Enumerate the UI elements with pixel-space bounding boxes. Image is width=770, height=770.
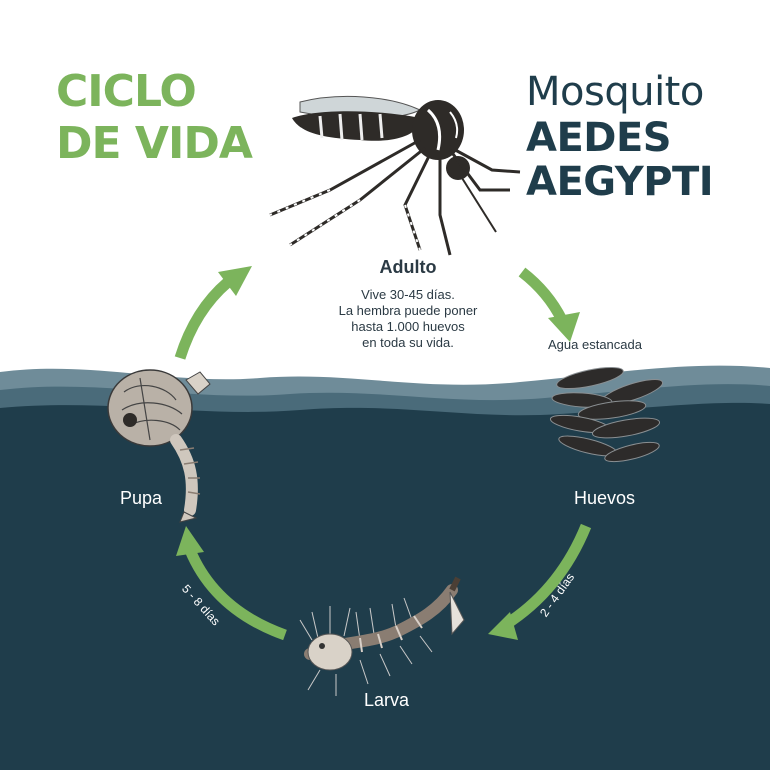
stage-label-adult: Adulto bbox=[379, 257, 437, 277]
title-green-block: CICLO DE VIDA bbox=[56, 66, 253, 170]
adult-description: Vive 30-45 días. La hembra puede poner h… bbox=[318, 287, 498, 351]
adult-desc-line-4: en toda su vida. bbox=[362, 335, 454, 350]
subtitle-line-2: AEDES bbox=[526, 115, 672, 161]
adult-desc-line-1: Vive 30-45 días. bbox=[361, 287, 455, 302]
eggs-illustration bbox=[549, 366, 664, 463]
arrow-adult-to-water bbox=[518, 267, 580, 342]
stage-label-larva: Larva bbox=[364, 690, 410, 710]
adult-desc-line-3: hasta 1.000 huevos bbox=[351, 319, 465, 334]
pupa-illustration bbox=[107, 369, 211, 523]
arrow-pupa-to-adult bbox=[174, 266, 252, 360]
adult-mosquito-illustration bbox=[269, 96, 521, 256]
arrow-eggs-to-larva bbox=[488, 523, 592, 640]
title-line-2: DE VIDA bbox=[56, 118, 253, 169]
larva-illustration bbox=[299, 576, 465, 696]
adult-desc-line-2: La hembra puede poner bbox=[338, 303, 478, 318]
stage-label-eggs: Huevos bbox=[574, 488, 636, 508]
cycle-arrows bbox=[174, 266, 592, 641]
subtitle-line-3: AEGYPTI bbox=[526, 159, 714, 205]
water-label: Agua estancada bbox=[548, 337, 642, 352]
title-line-1: CICLO bbox=[56, 66, 197, 117]
arrow-larva-to-pupa bbox=[176, 526, 287, 641]
stage-label-pupa: Pupa bbox=[120, 488, 163, 508]
subtitle-line-1: Mosquito bbox=[526, 69, 704, 115]
